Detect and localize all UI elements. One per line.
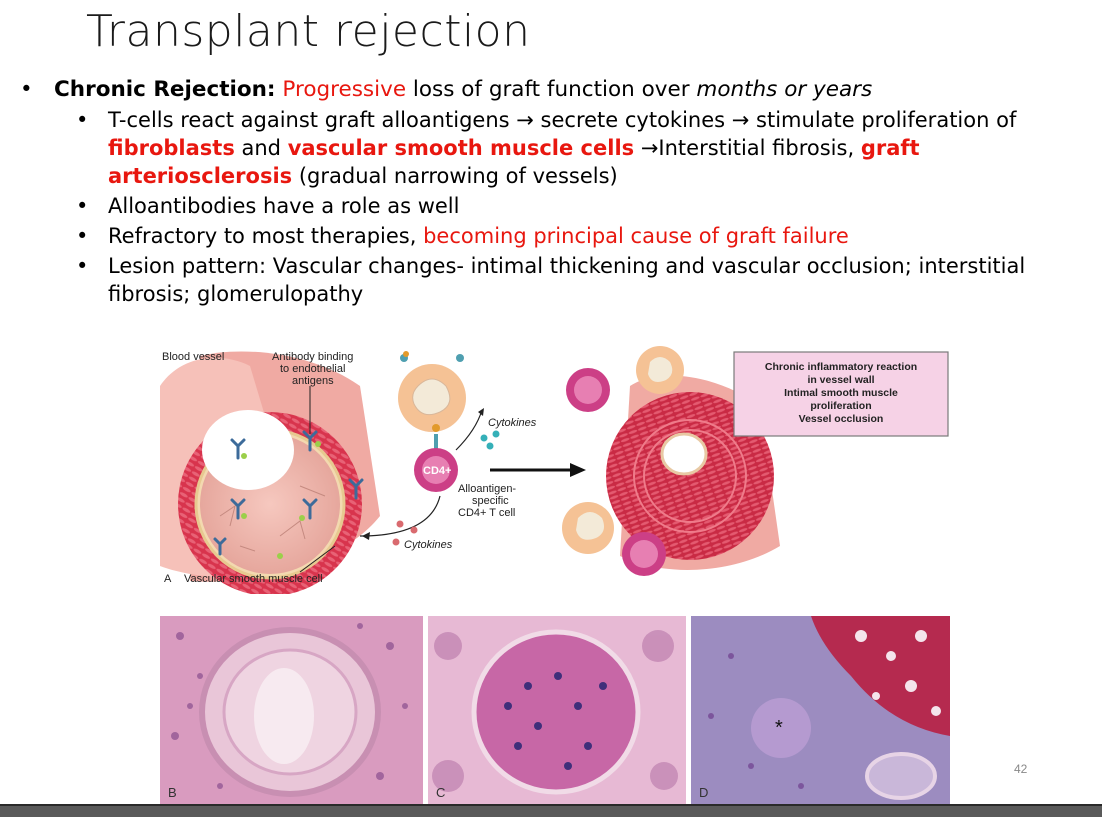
outcome-box: Chronic inflammatory reaction in vessel … <box>733 351 949 437</box>
arrow-head-icon <box>478 408 484 416</box>
box-line-2: in vessel wall <box>807 374 874 386</box>
photo-label-c: C <box>436 785 446 800</box>
bullet-dot-icon: • <box>76 254 89 278</box>
sub-bullet-1-text-1: T-cells react against graft alloantigens… <box>108 108 1017 132</box>
mhc-dot <box>432 424 440 432</box>
smooth-muscle-pointer <box>299 545 336 573</box>
histology-photos: B C <box>160 616 950 804</box>
figure-a-schematic: Blood vessel Antibody binding to endothe… <box>160 346 949 594</box>
label-alloantigen-3: CD4+ T cell <box>458 507 515 519</box>
slide-title: Transplant rejection <box>86 6 531 57</box>
photo-label-b: B <box>168 785 177 800</box>
photo-c-image <box>428 616 686 804</box>
label-blood-vessel: Blood vessel <box>162 351 224 363</box>
photo-d-star: * <box>775 717 783 739</box>
label-antibody-1: Antibody binding <box>272 351 353 363</box>
cd4-cell: CD4+ <box>414 448 458 492</box>
sub-bullet-4: • Lesion pattern: Vascular changes- inti… <box>0 252 1102 308</box>
label-alloantigen-1: Alloantigen- <box>458 483 516 495</box>
bullet-dot-icon: • <box>76 224 89 248</box>
sub-bullet-3-red: becoming principal cause of graft failur… <box>423 224 849 248</box>
sub-bullet-1: • T-cells react against graft alloantige… <box>0 106 1102 190</box>
bullet-dot-icon: • <box>76 194 89 218</box>
sub-bullet-3: • Refractory to most therapies, becoming… <box>0 222 1102 250</box>
sub-bullet-2-text: Alloantibodies have a role as well <box>108 194 460 218</box>
label-alloantigen-2: specific <box>472 495 509 507</box>
left-vessel <box>160 351 380 594</box>
label-cd4: CD4+ <box>423 465 451 477</box>
bullet-dot-icon: • <box>20 77 33 102</box>
tcell-cells <box>566 368 666 576</box>
sub-bullet-1-arteriosclerosis: graft arteriosclerosis <box>108 136 920 188</box>
label-cytokines-top: Cytokines <box>488 417 537 429</box>
sub-bullet-3-text: Refractory to most therapies, <box>108 224 424 248</box>
photo-b-vessel: B <box>160 616 423 804</box>
box-line-5: Vessel occlusion <box>799 413 884 425</box>
photo-b-image <box>160 616 423 804</box>
photo-label-d: D <box>699 785 709 800</box>
photo-c-glomerulus: C <box>428 616 686 804</box>
label-cytokines-bottom: Cytokines <box>404 539 453 551</box>
bullet-dot-icon: • <box>76 108 89 132</box>
sub-bullet-1-text-3: →Interstitial fibrosis, <box>634 136 861 160</box>
sub-bullet-4-text: Lesion pattern: Vascular changes- intima… <box>108 254 1026 306</box>
label-smooth-muscle: Vascular smooth muscle cell <box>184 573 323 585</box>
main-bullet-label: Chronic Rejection: <box>54 77 276 102</box>
apc-cell <box>398 351 466 432</box>
photo-d-fibrosis: * D <box>691 616 950 804</box>
antigen-dots <box>241 441 321 559</box>
label-antibody-3: antigens <box>292 375 334 387</box>
sub-bullet-1-smooth-muscle: vascular smooth muscle cells <box>287 136 635 160</box>
sub-bullet-1-text-2: and <box>234 136 288 160</box>
cytokine-dots-top <box>480 430 500 450</box>
main-bullet-red: Progressive <box>282 77 407 102</box>
sub-bullet-1-text-4: (gradual narrowing of vessels) <box>292 164 618 188</box>
arrow-head-icon <box>570 463 586 477</box>
antibody-icons <box>213 430 364 556</box>
macrophage-cells <box>562 346 684 554</box>
bottom-bar <box>0 804 1102 817</box>
sub-bullet-1-fibroblasts: fibroblasts <box>108 136 235 160</box>
sub-bullet-2: • Alloantibodies have a role as well <box>0 192 1102 220</box>
slide-body: • Chronic Rejection: Progressive loss of… <box>0 76 1102 308</box>
cytokine-arrow-bottom <box>359 495 441 537</box>
box-line-4: proliferation <box>810 400 871 412</box>
label-antibody-2: to endothelial <box>280 363 345 375</box>
box-line-3: Intimal smooth muscle <box>784 387 898 399</box>
photo-d-image: * <box>691 616 950 804</box>
box-line-1: Chronic inflammatory reaction <box>765 361 917 373</box>
arrow-head-icon <box>362 532 370 540</box>
label-panel-a: A <box>164 573 172 585</box>
cytokine-dots-bottom <box>392 520 418 546</box>
main-bullet-text: loss of graft function over <box>406 77 697 102</box>
page-number: 42 <box>1014 762 1028 776</box>
main-bullet-italic: months or years <box>696 77 873 102</box>
main-bullet: • Chronic Rejection: Progressive loss of… <box>0 76 1102 104</box>
